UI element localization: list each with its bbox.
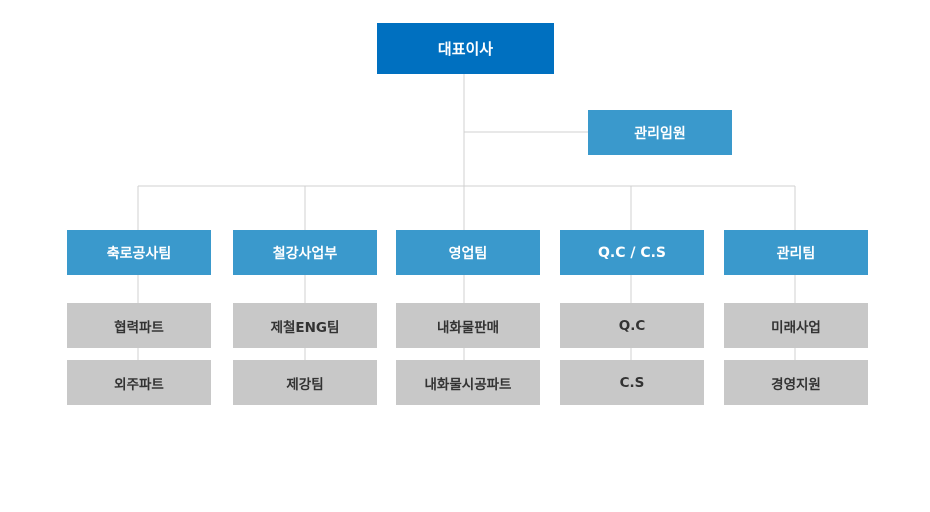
ceo-box: 대표이사: [377, 23, 554, 74]
sub-unit-box: 경영지원: [724, 360, 868, 405]
department-box-sales: 영업팀: [396, 230, 540, 275]
department-box-steel: 철강사업부: [233, 230, 377, 275]
department-box-construction: 축로공사팀: [67, 230, 211, 275]
sub-unit-box: 제철ENG팀: [233, 303, 377, 348]
department-box-qc-cs: Q.C / C.S: [560, 230, 704, 275]
sub-unit-box: 내화물시공파트: [396, 360, 540, 405]
sub-unit-box: 제강팀: [233, 360, 377, 405]
sub-unit-box: 외주파트: [67, 360, 211, 405]
sub-unit-box: Q.C: [560, 303, 704, 348]
sub-unit-box: 미래사업: [724, 303, 868, 348]
sub-unit-box: 협력파트: [67, 303, 211, 348]
sub-unit-box: 내화물판매: [396, 303, 540, 348]
sub-unit-box: C.S: [560, 360, 704, 405]
executive-box: 관리임원: [588, 110, 732, 155]
department-box-management: 관리팀: [724, 230, 868, 275]
